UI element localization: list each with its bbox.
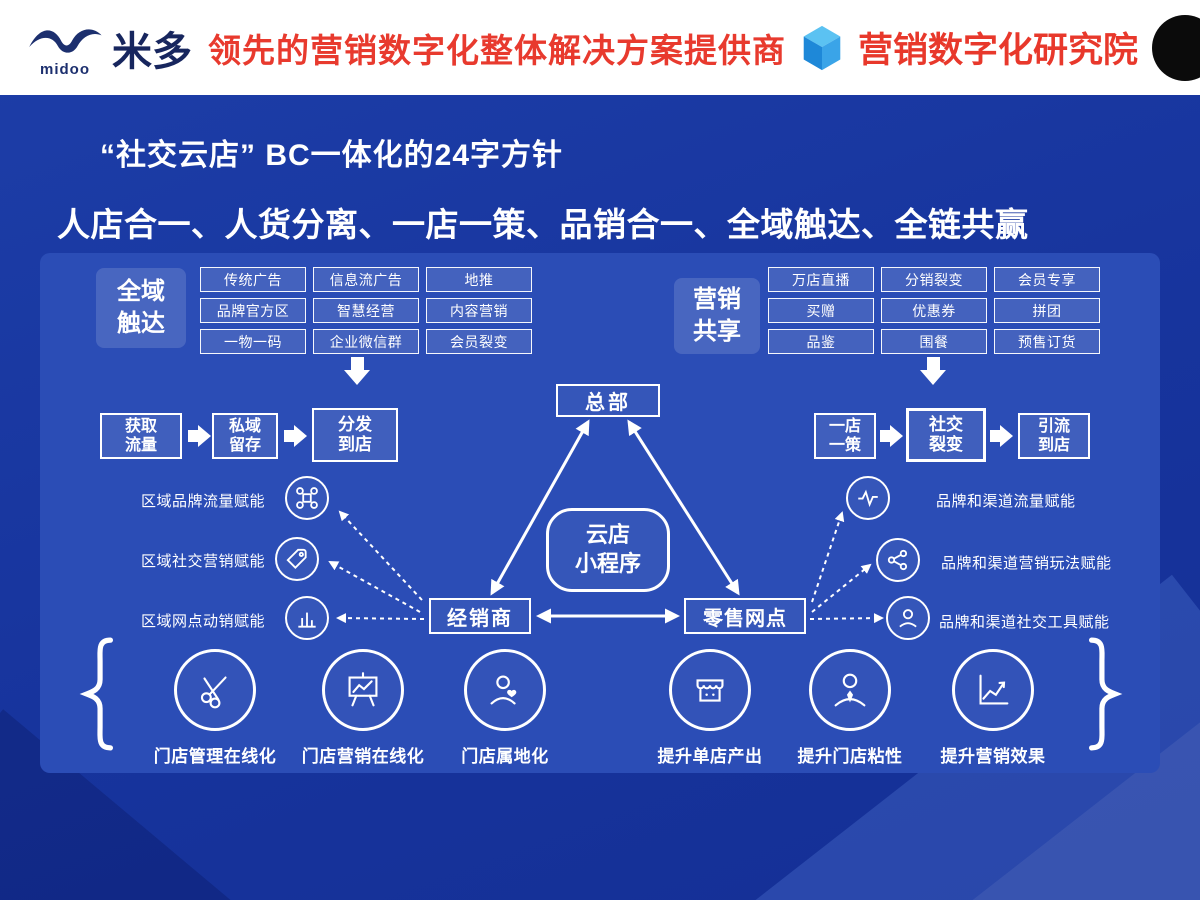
- tactic-cell: 品鉴: [768, 329, 874, 354]
- down-arrow-icon: [344, 357, 370, 385]
- share-nodes-icon: [876, 538, 920, 582]
- right-arrow-icon: [284, 425, 307, 447]
- left-service-label: 区域品牌流量赋能: [141, 493, 266, 510]
- person-heart-icon: [464, 649, 546, 731]
- retail-node: 零售网点: [684, 598, 806, 634]
- bottom-item-label: 门店属地化: [461, 747, 549, 766]
- page-title: “社交云店” BC一体化的24字方针: [100, 139, 564, 172]
- right-service-label: 品牌和渠道流量赋能: [936, 493, 1076, 510]
- down-arrow-icon: [920, 357, 946, 385]
- midoo-logo: midoo: [26, 19, 104, 77]
- page-subtitle: 人店合一、人货分离、一店一策、品销合一、全域触达、全链共赢: [57, 206, 1029, 243]
- right-arrow-icon: [880, 425, 903, 447]
- bottom-item-label: 门店管理在线化: [153, 747, 277, 766]
- brand-name: 米多: [112, 29, 192, 74]
- tactic-cell: 一物一码: [200, 329, 306, 354]
- right-service-label: 品牌和渠道社交工具赋能: [939, 614, 1110, 631]
- flow-private-retention: 私域 留存: [212, 413, 278, 459]
- omni-reach-label: 全域 触达: [96, 268, 186, 348]
- tactic-cell: 优惠券: [881, 298, 987, 323]
- storefront-icon: [669, 649, 751, 731]
- marketing-share-label: 营销 共享: [674, 278, 760, 354]
- tactic-cell: 万店直播: [768, 267, 874, 292]
- flow-drive-to-store: 引流 到店: [1018, 413, 1090, 459]
- tactic-cell: 传统广告: [200, 267, 306, 292]
- right-arrow-icon: [188, 425, 211, 447]
- command-icon: [285, 476, 329, 520]
- tactic-cell: 信息流广告: [313, 267, 419, 292]
- midoo-logo-text: midoo: [40, 60, 90, 78]
- right-service-label: 品牌和渠道营销玩法赋能: [941, 555, 1112, 572]
- miniprogram-node: 云店 小程序: [546, 508, 670, 592]
- person-icon: [886, 596, 930, 640]
- tactic-cell: 拼团: [994, 298, 1100, 323]
- bottom-item-label: 门店营销在线化: [301, 747, 425, 766]
- marketing-share-grid: 万店直播 分销裂变 会员专享 买赠 优惠券 拼团 品鉴 围餐 预售订货: [768, 267, 1100, 354]
- tactic-cell: 企业微信群: [313, 329, 419, 354]
- right-brace: [1082, 636, 1126, 757]
- omni-reach-grid: 传统广告 信息流广告 地推 品牌官方区 智慧经营 内容营销 一物一码 企业微信群…: [200, 267, 532, 354]
- person-tie-icon: [809, 649, 891, 731]
- tactic-cell: 地推: [426, 267, 532, 292]
- header-bar: midoo 米多 领先的营销数字化整体解决方案提供商 营销数字化研究院: [0, 0, 1200, 95]
- growth-chart-icon: [952, 649, 1034, 731]
- tactic-cell: 内容营销: [426, 298, 532, 323]
- header-right-group: 营销数字化研究院: [796, 14, 1200, 81]
- easel-chart-icon: [322, 649, 404, 731]
- tactic-cell: 智慧经营: [313, 298, 419, 323]
- bottom-item-label: 提升单店产出: [657, 747, 763, 766]
- left-brace: [76, 636, 120, 757]
- tactic-cell: 品牌官方区: [200, 298, 306, 323]
- tactic-cell: 会员专享: [994, 267, 1100, 292]
- left-service-label: 区域社交营销赋能: [141, 553, 266, 570]
- tactic-cell: 买赠: [768, 298, 874, 323]
- institute-cube-logo-icon: [803, 25, 841, 70]
- tactic-cell: 围餐: [881, 329, 987, 354]
- right-arrow-icon: [990, 425, 1013, 447]
- institute-name: 营销数字化研究院: [857, 31, 1138, 70]
- left-service-label: 区域网点动销赋能: [141, 613, 266, 630]
- flow-social-fission: 社交 裂变: [906, 408, 986, 462]
- midoo-bird-icon: [29, 28, 102, 53]
- flow-one-store-one-policy: 一店 一策: [814, 413, 876, 459]
- distributor-node: 经销商: [429, 598, 531, 634]
- scissors-icon: [174, 649, 256, 731]
- tactic-cell: 会员裂变: [426, 329, 532, 354]
- header-tagline: 领先的营销数字化整体解决方案提供商: [208, 31, 786, 69]
- pulse-icon: [846, 476, 890, 520]
- tactic-cell: 分销裂变: [881, 267, 987, 292]
- bottom-item-label: 提升门店粘性: [797, 747, 903, 766]
- flow-get-traffic: 获取 流量: [100, 413, 182, 459]
- tag-icon: [275, 537, 319, 581]
- black-seal-icon: [1152, 14, 1200, 81]
- hq-node: 总部: [556, 384, 660, 417]
- flow-distribute-to-store: 分发 到店: [312, 408, 398, 462]
- bottom-item-label: 提升营销效果: [940, 747, 1046, 766]
- tactic-cell: 预售订货: [994, 329, 1100, 354]
- bar-chart-icon: [285, 596, 329, 640]
